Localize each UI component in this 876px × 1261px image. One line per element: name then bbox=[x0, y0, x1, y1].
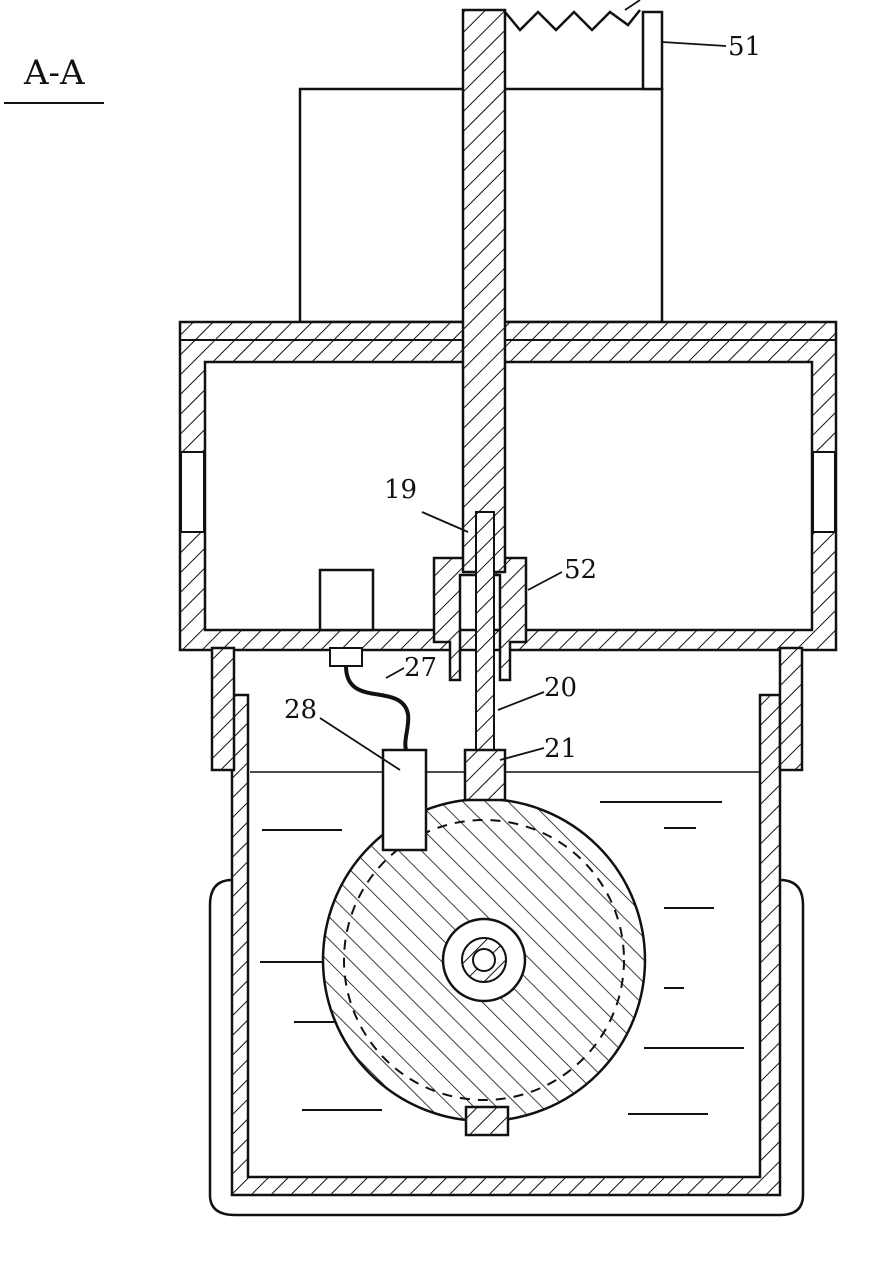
callout-28: 28 bbox=[284, 695, 317, 725]
outer-jacket bbox=[208, 878, 805, 1217]
coupling-21 bbox=[463, 748, 507, 802]
callout-27: 27 bbox=[404, 653, 437, 683]
rotor-bottom-tab bbox=[464, 1105, 510, 1137]
right-sleeve bbox=[778, 646, 804, 772]
bracket-51 bbox=[641, 10, 664, 91]
left-sleeve bbox=[210, 646, 236, 772]
section-title: A-A bbox=[23, 53, 85, 93]
main-rod bbox=[461, 8, 507, 574]
inner-tank-wall bbox=[230, 693, 782, 1197]
sensor-connector bbox=[329, 647, 363, 667]
left-wall-opening bbox=[180, 451, 205, 533]
cable-27 bbox=[344, 665, 411, 751]
rod-20 bbox=[475, 511, 495, 751]
callout-19: 19 bbox=[384, 475, 417, 505]
rotor-inner-circle bbox=[343, 819, 625, 1101]
leader-lines bbox=[319, 0, 727, 771]
sensor-block bbox=[318, 568, 375, 632]
callout-21: 21 bbox=[544, 734, 577, 764]
callout-52: 52 bbox=[564, 555, 597, 585]
spring-element bbox=[504, 9, 641, 32]
right-wall-opening bbox=[812, 451, 836, 533]
probe-28 bbox=[381, 748, 428, 852]
nut-52 bbox=[432, 556, 528, 682]
liquid-marks bbox=[260, 801, 744, 1115]
callout-20: 20 bbox=[544, 673, 577, 703]
shaft-bore bbox=[472, 948, 496, 972]
main-housing-wall bbox=[178, 320, 838, 652]
callout-51: 51 bbox=[728, 32, 761, 62]
